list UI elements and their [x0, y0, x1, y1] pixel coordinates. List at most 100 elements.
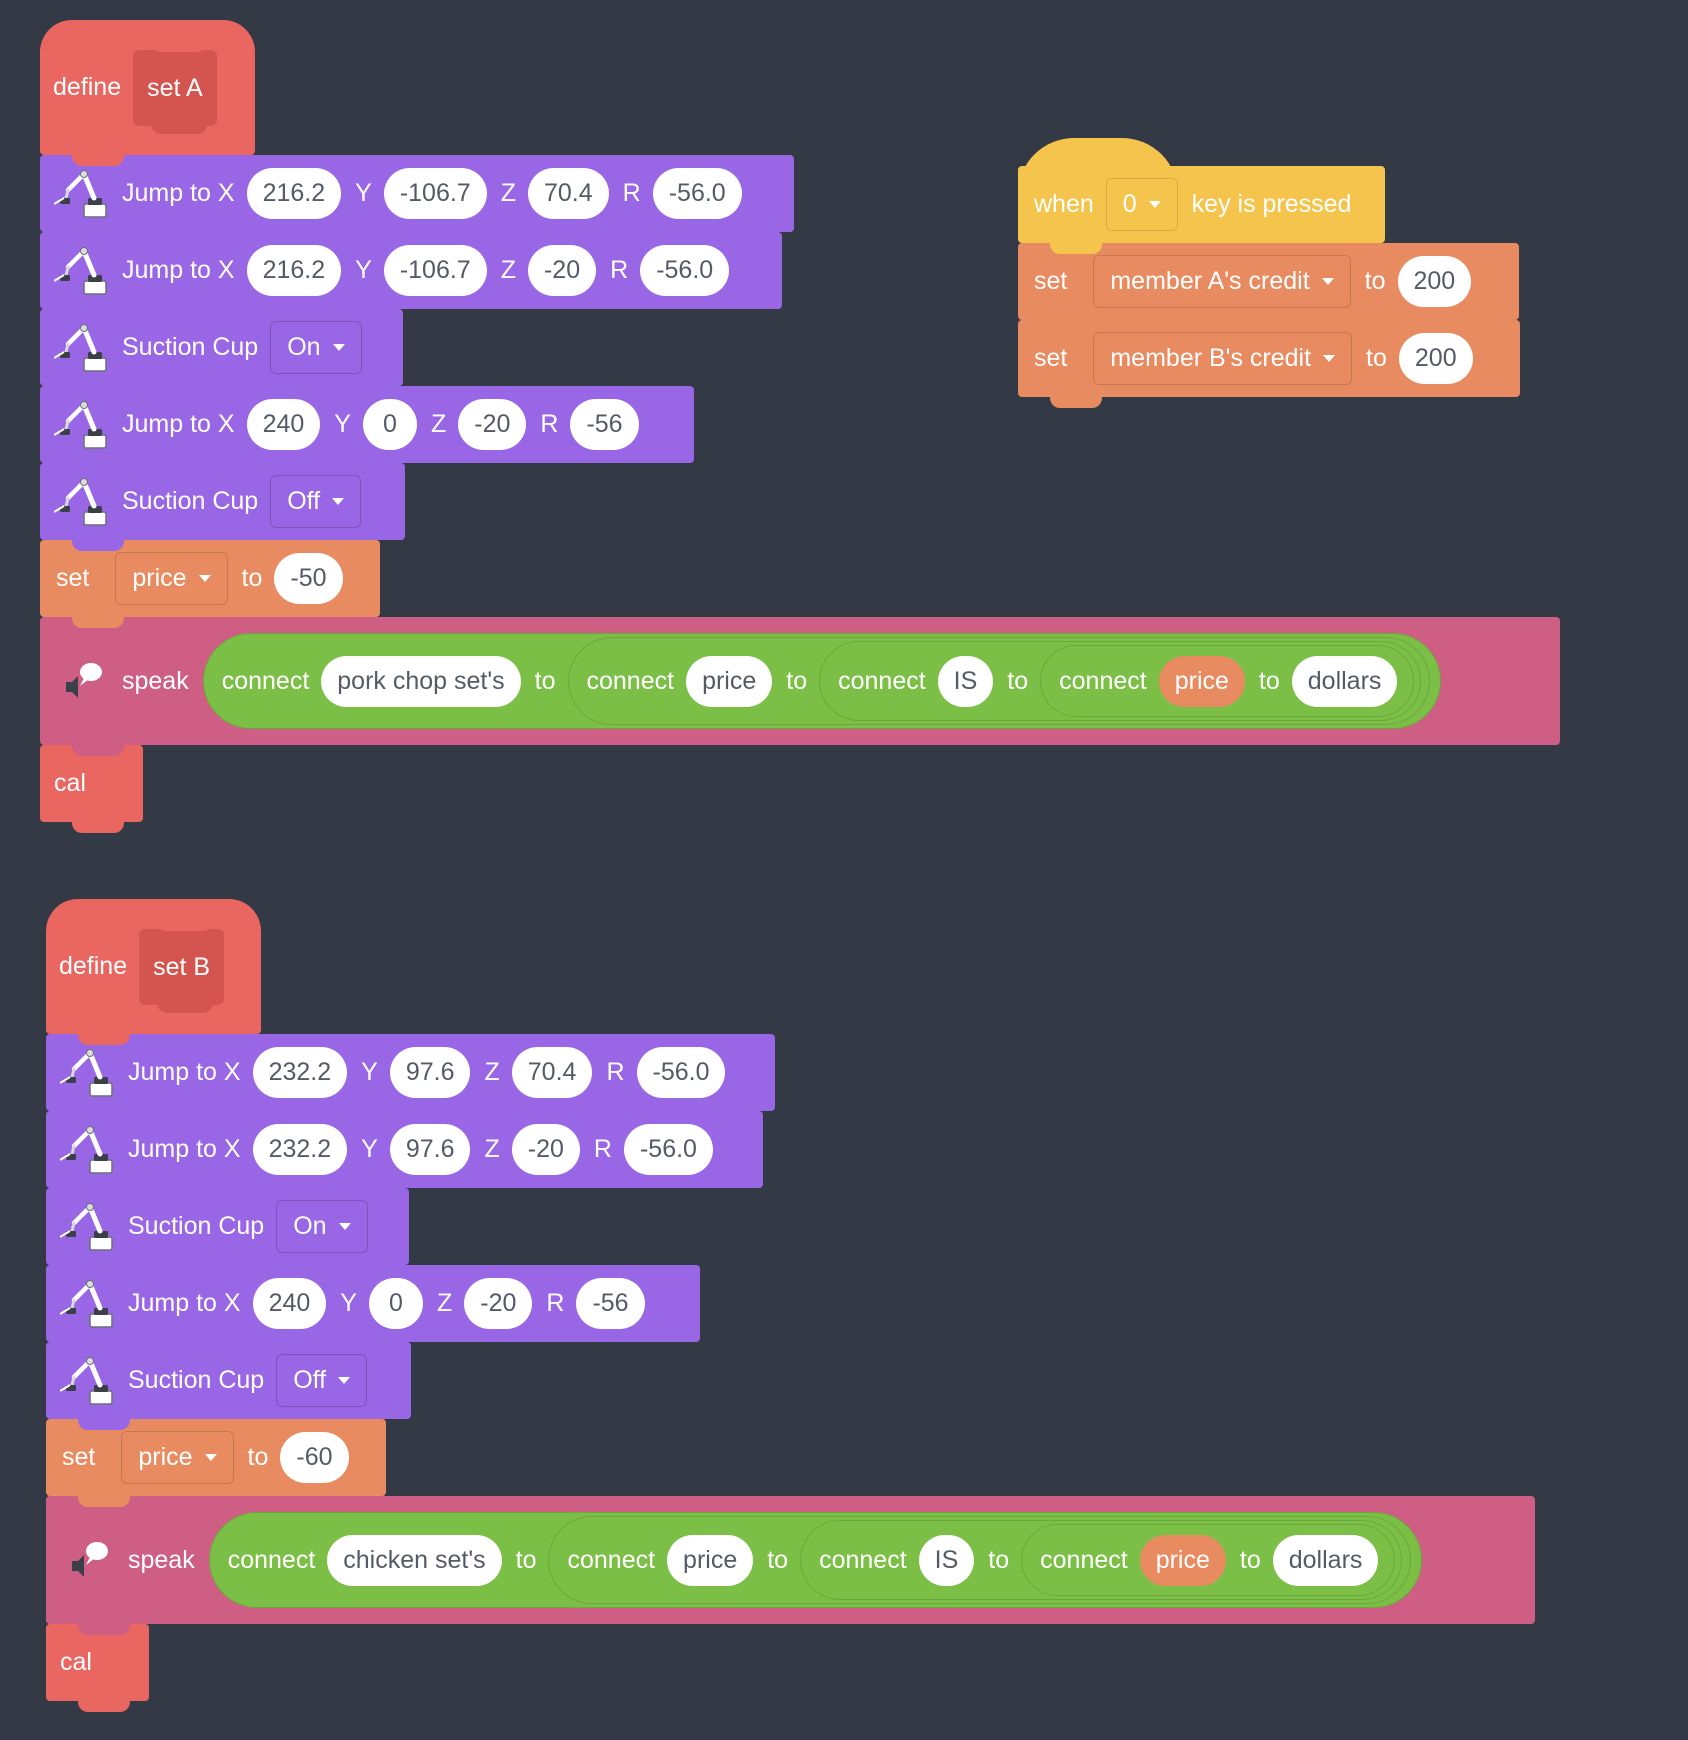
- to-label: to: [1364, 267, 1386, 295]
- join-block-2[interactable]: connect price to connect IS to connect p…: [548, 1516, 1412, 1604]
- value-input[interactable]: -50: [274, 553, 343, 604]
- z-input[interactable]: -20: [511, 1124, 580, 1175]
- x-input[interactable]: 232.2: [252, 1047, 348, 1098]
- join-block-4[interactable]: connect price to dollars: [1040, 645, 1415, 717]
- join-block-1[interactable]: connect pork chop set's to connect price…: [202, 633, 1442, 729]
- value-input[interactable]: 200: [1398, 333, 1473, 384]
- z-input[interactable]: 70.4: [511, 1047, 593, 1098]
- x-input[interactable]: 240: [252, 1278, 327, 1329]
- dropdown-value: price: [138, 1443, 193, 1471]
- suction-cup-block-2[interactable]: Suction Cup Off: [40, 463, 405, 551]
- value-input[interactable]: -60: [280, 1432, 349, 1483]
- price-variable-reporter[interactable]: price: [1158, 655, 1245, 707]
- set-label: set: [62, 1443, 96, 1471]
- speak-icon: [62, 660, 104, 702]
- y-input[interactable]: 0: [362, 399, 417, 450]
- to-label: to: [247, 1443, 269, 1471]
- define-block-set-b[interactable]: define set B: [46, 899, 261, 1045]
- y-label: Y: [334, 410, 351, 438]
- r-input[interactable]: -56.0: [623, 1124, 713, 1175]
- price-variable-reporter[interactable]: price: [1139, 1534, 1226, 1586]
- join-input[interactable]: dollars: [1291, 655, 1398, 707]
- call-block[interactable]: cal: [40, 745, 143, 833]
- join-block-4[interactable]: connect price to dollars: [1021, 1524, 1396, 1596]
- call-block[interactable]: cal: [46, 1624, 149, 1712]
- speak-block[interactable]: speak connect pork chop set's to connect…: [40, 617, 1560, 756]
- join-block-2[interactable]: connect price to connect IS to connect p…: [567, 637, 1431, 725]
- dropdown-value: Off: [293, 1366, 327, 1394]
- suction-state-dropdown[interactable]: Off: [276, 1354, 368, 1407]
- dropdown-value: Off: [287, 487, 321, 515]
- y-label: Y: [355, 179, 372, 207]
- suction-cup-block-1[interactable]: Suction Cup On: [40, 309, 403, 397]
- join-input[interactable]: dollars: [1272, 1534, 1379, 1586]
- r-label: R: [622, 179, 641, 207]
- r-input[interactable]: -56: [576, 1278, 645, 1329]
- z-input[interactable]: -20: [458, 399, 527, 450]
- suction-state-dropdown[interactable]: On: [270, 321, 362, 374]
- variable-dropdown[interactable]: member A's credit: [1093, 255, 1351, 308]
- procedure-name-set-b[interactable]: set B: [139, 920, 225, 1013]
- dropdown-arrow-icon: [338, 1377, 351, 1384]
- set-price-block[interactable]: set price to -50: [40, 540, 380, 628]
- join-block-3[interactable]: connect IS to connect price to dollars: [800, 1520, 1403, 1600]
- jump-label: Jump to X: [122, 256, 235, 284]
- set-member-a-credit-block[interactable]: set member A's credit to 200: [1018, 243, 1519, 331]
- speak-label: speak: [122, 666, 189, 695]
- join-input[interactable]: IS: [937, 655, 994, 707]
- x-input[interactable]: 232.2: [252, 1124, 348, 1175]
- suction-state-dropdown[interactable]: On: [276, 1200, 368, 1253]
- join-input[interactable]: IS: [918, 1534, 975, 1586]
- define-block-set-a[interactable]: define set A: [40, 20, 255, 166]
- connect-label: connect: [1040, 1545, 1128, 1574]
- when-key-pressed-hat[interactable]: when 0 key is pressed: [1018, 138, 1385, 254]
- x-input[interactable]: 216.2: [246, 168, 342, 219]
- r-input[interactable]: -56.0: [640, 245, 730, 296]
- set-member-b-credit-block[interactable]: set member B's credit to 200: [1018, 320, 1520, 408]
- script-set-a: define set A Jump to X 216.2 Y -106.7 Z …: [40, 20, 1560, 833]
- variable-dropdown[interactable]: price: [121, 1431, 234, 1484]
- x-input[interactable]: 240: [246, 399, 321, 450]
- jump-block-1[interactable]: Jump to X 232.2 Y 97.6 Z 70.4 R -56.0: [46, 1034, 775, 1122]
- set-price-block[interactable]: set price to -60: [46, 1419, 386, 1507]
- r-label: R: [546, 1289, 565, 1317]
- robot-arm-icon: [54, 245, 110, 297]
- procedure-name-set-a[interactable]: set A: [133, 41, 217, 134]
- key-dropdown[interactable]: 0: [1105, 178, 1178, 231]
- z-input[interactable]: -20: [527, 245, 597, 296]
- suction-cup-block-1[interactable]: Suction Cup On: [46, 1188, 409, 1276]
- dropdown-arrow-icon: [204, 1454, 217, 1461]
- y-input[interactable]: 97.6: [389, 1124, 471, 1175]
- y-input[interactable]: 0: [368, 1278, 423, 1329]
- r-input[interactable]: -56: [570, 399, 639, 450]
- join-input[interactable]: price: [667, 1534, 754, 1586]
- z-input[interactable]: -20: [464, 1278, 533, 1329]
- dropdown-value: member A's credit: [1110, 267, 1310, 295]
- jump-block-1[interactable]: Jump to X 216.2 Y -106.7 Z 70.4 R -56.0: [40, 155, 794, 243]
- y-input[interactable]: 97.6: [389, 1047, 471, 1098]
- jump-block-2[interactable]: Jump to X 216.2 Y -106.7 Z -20 R -56.0: [40, 232, 782, 320]
- robot-arm-icon: [54, 168, 110, 220]
- robot-arm-icon: [60, 1201, 116, 1253]
- variable-dropdown[interactable]: member B's credit: [1093, 332, 1353, 385]
- speak-block[interactable]: speak connect chicken set's to connect p…: [46, 1496, 1535, 1635]
- suction-label: Suction Cup: [128, 1366, 265, 1394]
- join-block-1[interactable]: connect chicken set's to connect price t…: [208, 1512, 1423, 1608]
- y-input[interactable]: -106.7: [383, 245, 487, 296]
- jump-block-3[interactable]: Jump to X 240 Y 0 Z -20 R -56: [46, 1265, 700, 1353]
- y-input[interactable]: -106.7: [383, 168, 487, 219]
- suction-state-dropdown[interactable]: Off: [270, 475, 362, 528]
- value-input[interactable]: 200: [1397, 256, 1472, 307]
- variable-dropdown[interactable]: price: [115, 552, 228, 605]
- jump-block-3[interactable]: Jump to X 240 Y 0 Z -20 R -56: [40, 386, 694, 474]
- z-input[interactable]: 70.4: [527, 168, 609, 219]
- suction-cup-block-2[interactable]: Suction Cup Off: [46, 1342, 411, 1430]
- x-input[interactable]: 216.2: [246, 245, 342, 296]
- join-block-3[interactable]: connect IS to connect price to dollars: [819, 641, 1422, 721]
- r-input[interactable]: -56.0: [636, 1047, 726, 1098]
- join-input[interactable]: price: [686, 655, 773, 707]
- jump-block-2[interactable]: Jump to X 232.2 Y 97.6 Z -20 R -56.0: [46, 1111, 763, 1199]
- join-input[interactable]: chicken set's: [327, 1534, 502, 1586]
- join-input[interactable]: pork chop set's: [321, 655, 521, 707]
- r-input[interactable]: -56.0: [652, 168, 742, 219]
